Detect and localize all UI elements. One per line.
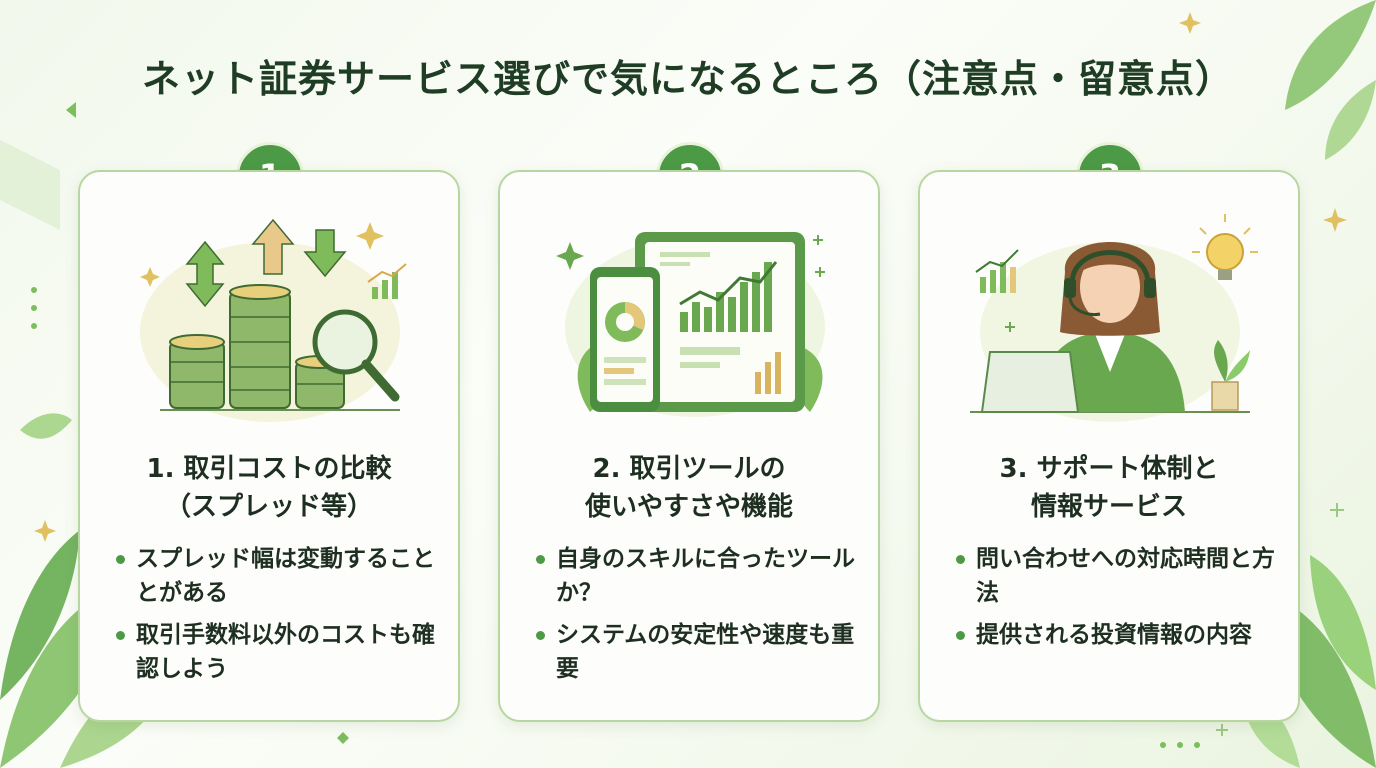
card-trading-tools: 2. 取引ツールの 使いやすさや機能 自身のスキルに合ったツールか？ システムの… <box>498 170 880 722</box>
list-item: 取引手数料以外のコストも確認しよう <box>116 618 436 686</box>
support-operator-icon <box>970 214 1258 422</box>
card-title-line1: 1. 取引コストの比較 <box>146 454 392 484</box>
card-title-line1: 2. 取引ツールの <box>592 454 786 484</box>
list-item: 提供される投資情報の内容 <box>956 618 1276 652</box>
card-title-line2: 情報サービス <box>1030 492 1187 522</box>
list-item: スプレッド幅は変動することとがある <box>116 542 436 610</box>
card-title-line2: 使いやすさや機能 <box>584 492 793 522</box>
list-item: 問い合わせへの対応時間と方法 <box>956 542 1276 610</box>
card-trading-cost: 1. 取引コストの比較 （スプレッド等） スプレッド幅は変動することとがある 取… <box>78 170 460 722</box>
card-title: 2. 取引ツールの 使いやすさや機能 <box>500 450 878 526</box>
card-title: 1. 取引コストの比較 （スプレッド等） <box>80 450 458 526</box>
bullet-list: 問い合わせへの対応時間と方法 提供される投資情報の内容 <box>956 542 1276 660</box>
bullet-list: スプレッド幅は変動することとがある 取引手数料以外のコストも確認しよう <box>116 542 436 694</box>
card-title: 3. サポート体制と 情報サービス <box>920 450 1298 526</box>
coins-arrows-magnifier-icon <box>140 218 407 422</box>
card-title-line1: 3. サポート体制と <box>999 454 1219 484</box>
list-item: システムの安定性や速度も重要 <box>536 618 856 686</box>
card-support-info: 3. サポート体制と 情報サービス 問い合わせへの対応時間と方法 提供される投資… <box>918 170 1300 722</box>
bullet-list: 自身のスキルに合ったツールか？ システムの安定性や速度も重要 <box>536 542 856 694</box>
list-item: 自身のスキルに合ったツールか？ <box>536 542 856 610</box>
card-title-line2: （スプレッド等） <box>164 492 373 522</box>
phone-tablet-chart-icon <box>556 232 825 417</box>
page-title: ネット証券サービス選びで気になるところ（注意点・留意点） <box>141 57 1234 101</box>
